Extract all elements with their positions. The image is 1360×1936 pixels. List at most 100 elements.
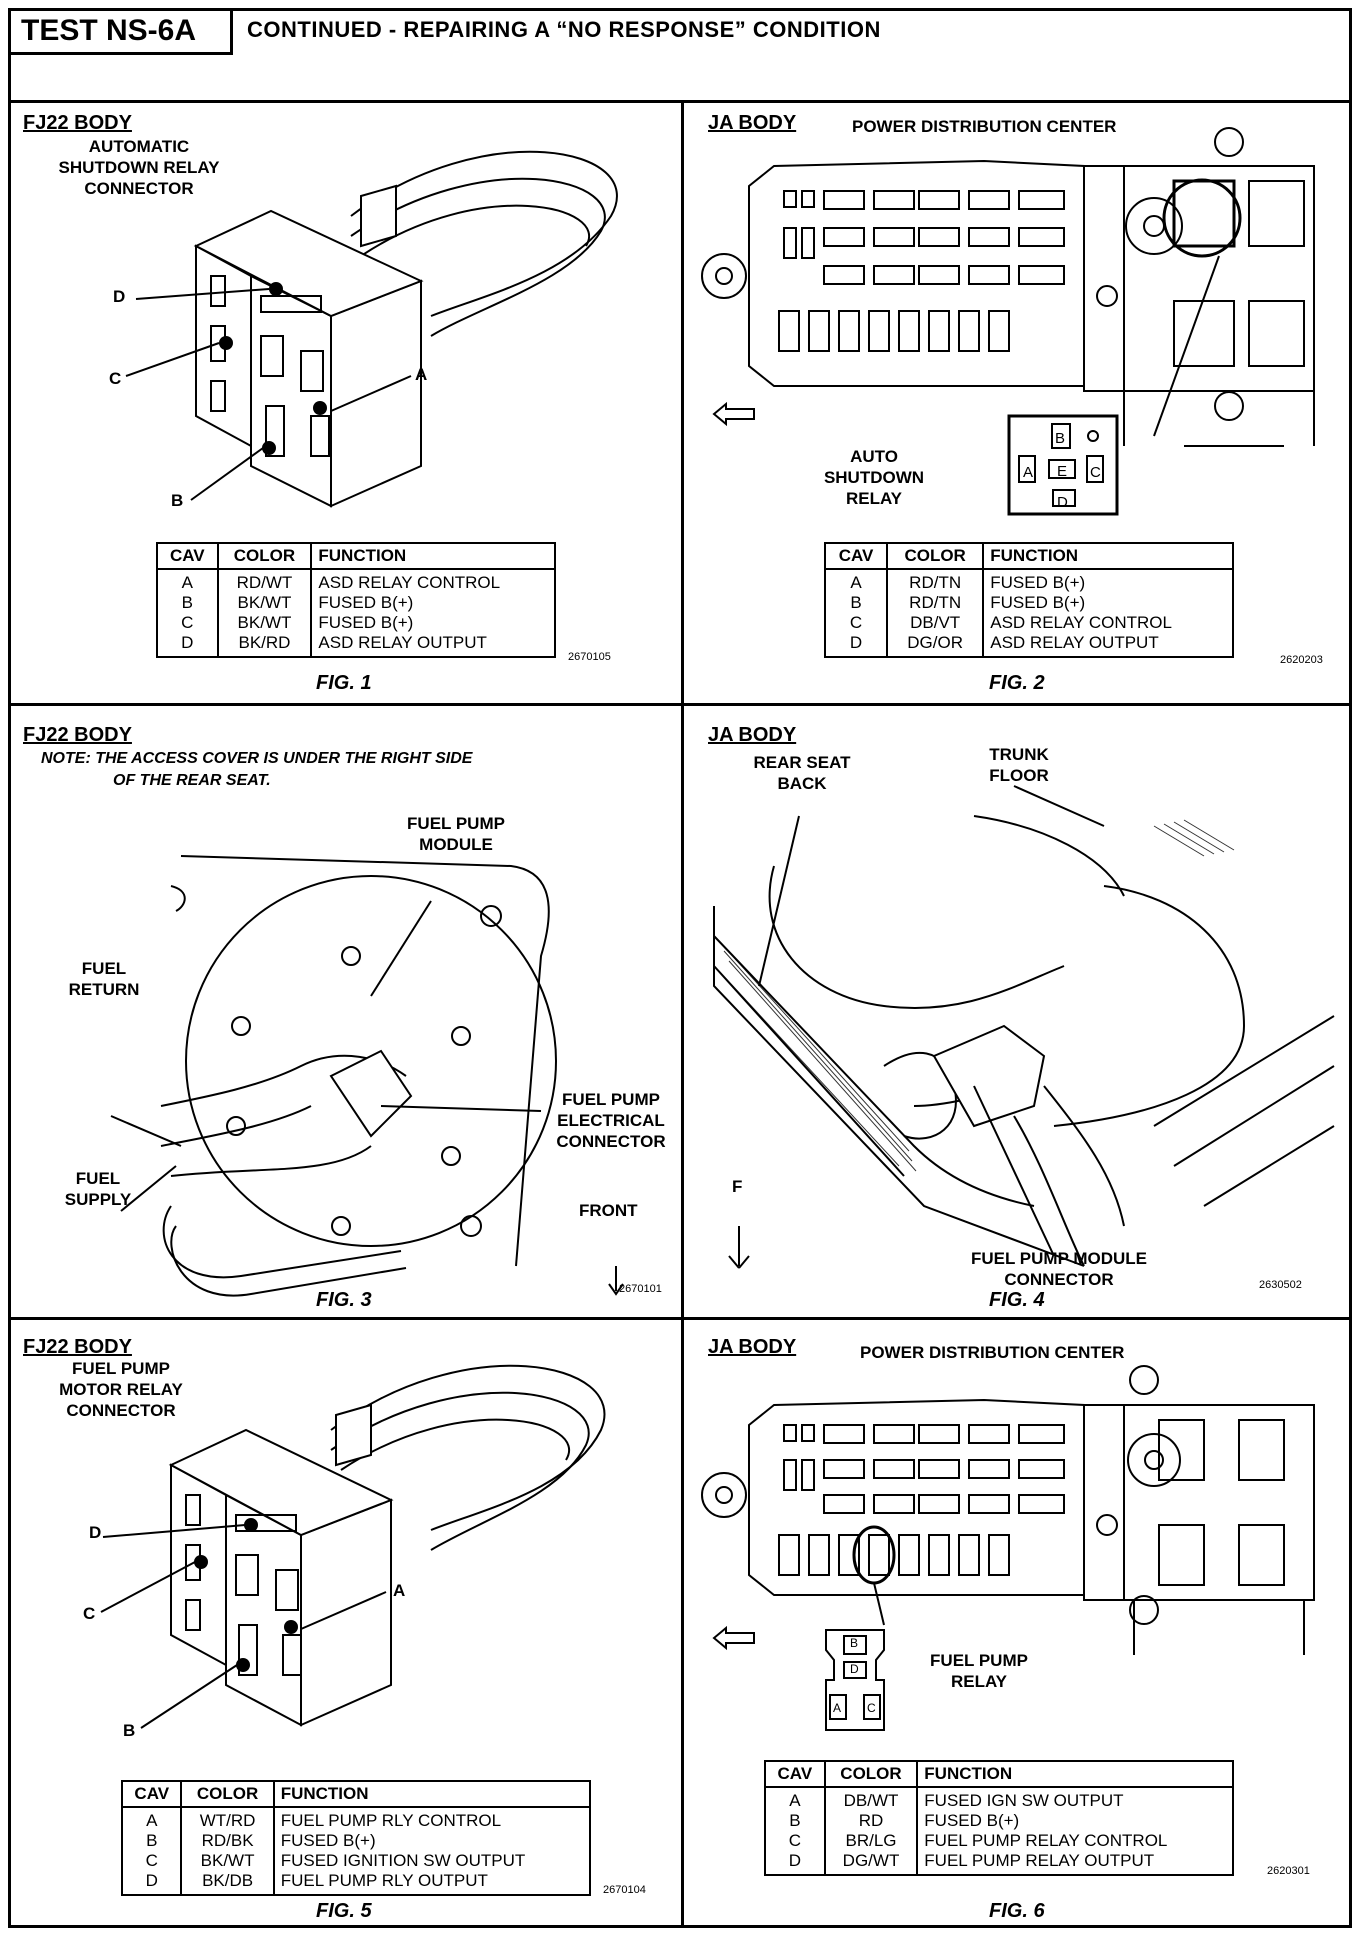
fig5-callout-a: A — [393, 1581, 406, 1600]
color-header: COLOR — [216, 542, 313, 570]
fig5-callout-c: C — [83, 1604, 96, 1623]
cell-cav: D — [823, 633, 889, 658]
cell-function: FUEL PUMP RLY CONTROL — [272, 1807, 592, 1831]
cell-function: FUSED B(+) — [310, 613, 556, 633]
fig3-body-label: FJ22 BODY — [23, 724, 132, 746]
fig4-body-label: JA BODY — [708, 724, 797, 746]
fig1-panel: FJ22 BODY AUTOMATIC SHUTDOWN RELAY CONNE… — [11, 106, 681, 703]
cell-color: RD/WT — [216, 569, 313, 593]
fig1-callout-c: C — [109, 369, 122, 388]
fig2-relay-pin-diagram — [1007, 414, 1119, 516]
fig2-caption: FIG. 2 — [989, 672, 1045, 694]
fig6-code: 2620301 — [1267, 1865, 1310, 1877]
function-header: FUNCTION — [916, 1760, 1234, 1788]
service-manual-page: TEST NS-6A CONTINUED - REPAIRING A “NO R… — [8, 8, 1352, 1928]
fig1-callout-d: D — [113, 287, 126, 306]
fig5-code: 2670104 — [603, 1884, 646, 1896]
cell-color: DB/VT — [886, 613, 985, 633]
fig4-panel: JA BODY — [684, 706, 1352, 1317]
cell-color: BK/WT — [216, 593, 313, 613]
cell-cav: A — [764, 1787, 826, 1811]
function-header: FUNCTION — [272, 1780, 592, 1808]
fig6-panel: JA BODY POWER DISTRIBUTION CENTER — [684, 1320, 1352, 1928]
column-divider — [681, 103, 684, 1928]
cell-function: ASD RELAY OUTPUT — [310, 633, 556, 658]
fig1-body-label: FJ22 BODY — [23, 112, 132, 134]
fig6-relay-label: FUEL PUMP RELAY — [930, 1651, 1028, 1691]
fig3-label-module: FUEL PUMP MODULE — [407, 814, 505, 854]
cell-color: DG/OR — [886, 633, 985, 658]
fig1-caption: FIG. 1 — [316, 672, 372, 694]
fig6-pin-b: B — [850, 1636, 859, 1650]
fig6-pin-d: D — [850, 1662, 859, 1676]
cell-color: BR/LG — [823, 1831, 919, 1851]
fig2-pin-b: B — [1055, 430, 1066, 447]
cell-function: FUEL PUMP RLY OUTPUT — [272, 1871, 592, 1896]
fig2-relay-label: AUTO SHUTDOWN RELAY — [823, 447, 925, 508]
cell-function: FUSED IGNITION SW OUTPUT — [272, 1851, 592, 1871]
cell-cav: B — [764, 1811, 826, 1831]
fig2-title: POWER DISTRIBUTION CENTER — [852, 117, 1117, 136]
fig6-pin-c: C — [867, 1701, 876, 1715]
fig6-title: POWER DISTRIBUTION CENTER — [860, 1343, 1125, 1362]
cell-cav: D — [156, 633, 219, 658]
cav-header: CAV — [823, 542, 889, 570]
cell-color: WT/RD — [180, 1807, 275, 1831]
fig2-pdc-illustration — [701, 127, 1315, 447]
cell-function: FUEL PUMP RELAY OUTPUT — [916, 1851, 1234, 1876]
cell-color: RD/TN — [886, 569, 985, 593]
fig4-label-trunk: TRUNK FLOOR — [989, 745, 1049, 785]
cell-color: RD — [823, 1811, 919, 1831]
row-divider-1 — [11, 703, 1349, 706]
cell-cav: B — [823, 593, 889, 613]
fig5-body-label: FJ22 BODY — [23, 1336, 132, 1358]
cell-function: FUSED B(+) — [310, 593, 556, 613]
cell-function: FUSED B(+) — [916, 1811, 1234, 1831]
cell-cav: A — [120, 1807, 183, 1831]
fig5-title: FUEL PUMP MOTOR RELAY CONNECTOR — [59, 1359, 183, 1420]
cell-function: FUSED IGN SW OUTPUT — [916, 1787, 1234, 1811]
fig3-panel: FJ22 BODY NOTE: THE ACCESS COVER IS UNDE… — [11, 706, 681, 1317]
cav-header: CAV — [764, 1760, 826, 1788]
cell-cav: C — [120, 1851, 183, 1871]
fig5-callout-d: D — [89, 1523, 102, 1542]
fig1-connector-illustration — [125, 150, 618, 508]
cell-function: FUSED B(+) — [272, 1831, 592, 1851]
fig3-fuel-pump-illustration — [110, 855, 624, 1297]
fig4-label-f: F — [732, 1177, 743, 1196]
color-header: COLOR — [180, 1780, 275, 1808]
fig1-callout-b: B — [171, 491, 184, 510]
function-header: FUNCTION — [982, 542, 1234, 570]
fig5-panel: FJ22 BODY FUEL PUMP MOTOR RELAY CONNECTO… — [11, 1320, 681, 1928]
fig3-label-supply: FUEL SUPPLY — [64, 1169, 132, 1209]
fig4-label-module-connector: FUEL PUMP MODULE CONNECTOR — [971, 1249, 1147, 1289]
cell-color: RD/BK — [180, 1831, 275, 1851]
cell-cav: C — [764, 1831, 826, 1851]
page-header: TEST NS-6A CONTINUED - REPAIRING A “NO R… — [11, 11, 1349, 103]
cell-cav: A — [823, 569, 889, 593]
cell-color: RD/TN — [886, 593, 985, 613]
fig6-pin-a: A — [833, 1701, 842, 1715]
fig6-pdc-illustration — [701, 1365, 1315, 1731]
cell-function: ASD RELAY CONTROL — [310, 569, 556, 593]
fig2-pin-c: C — [1090, 464, 1101, 481]
fig3-note: NOTE: THE ACCESS COVER IS UNDER THE RIGH… — [41, 750, 473, 789]
fig3-label-return: FUEL RETURN — [68, 959, 140, 999]
fig2-pin-d: D — [1057, 494, 1068, 511]
fig1-title: AUTOMATIC SHUTDOWN RELAY CONNECTOR — [58, 137, 220, 198]
